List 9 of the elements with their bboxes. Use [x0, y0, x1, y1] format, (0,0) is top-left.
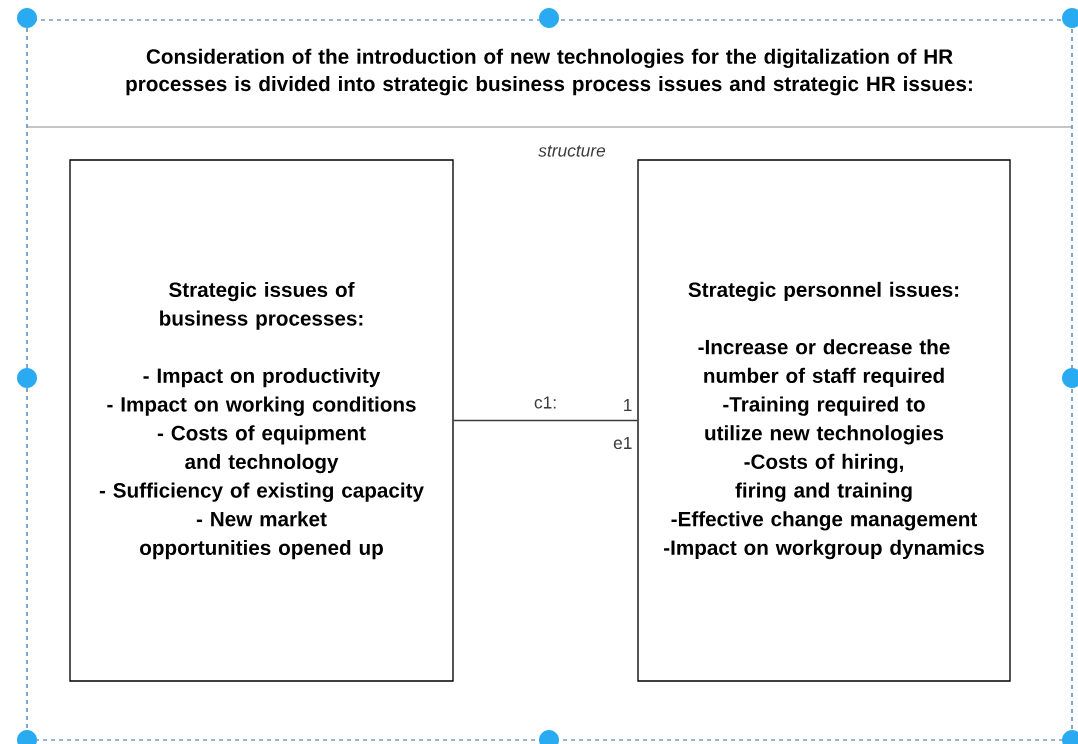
heading: Consideration of the introduction of new technologies for the digitalization of HR processes is divided into strategic business process issues and strategic HR issues: [126, 48, 972, 96]
text-box: Strategic issues of business processes: - Impact on productivity - Impact on working conditions - Costs of equipment and technology - Sufficiency of existing capacity - New market opportunities opened up [69, 159, 454, 682]
connector-line [452, 419, 639, 422]
role-label: e1 [613, 436, 632, 450]
text-box: Strategic personnel issues: -Increase or decrease the number of staff required -Training required to utilize new technologies -Costs of hiring, firing and training -Effective change management -Impact on workgroup dynamics [637, 159, 1011, 682]
multiplicity-label: 1 [624, 399, 632, 411]
note-text: structure [538, 145, 606, 157]
container-frame [26, 19, 1073, 741]
edge-label: c1: [532, 395, 559, 410]
